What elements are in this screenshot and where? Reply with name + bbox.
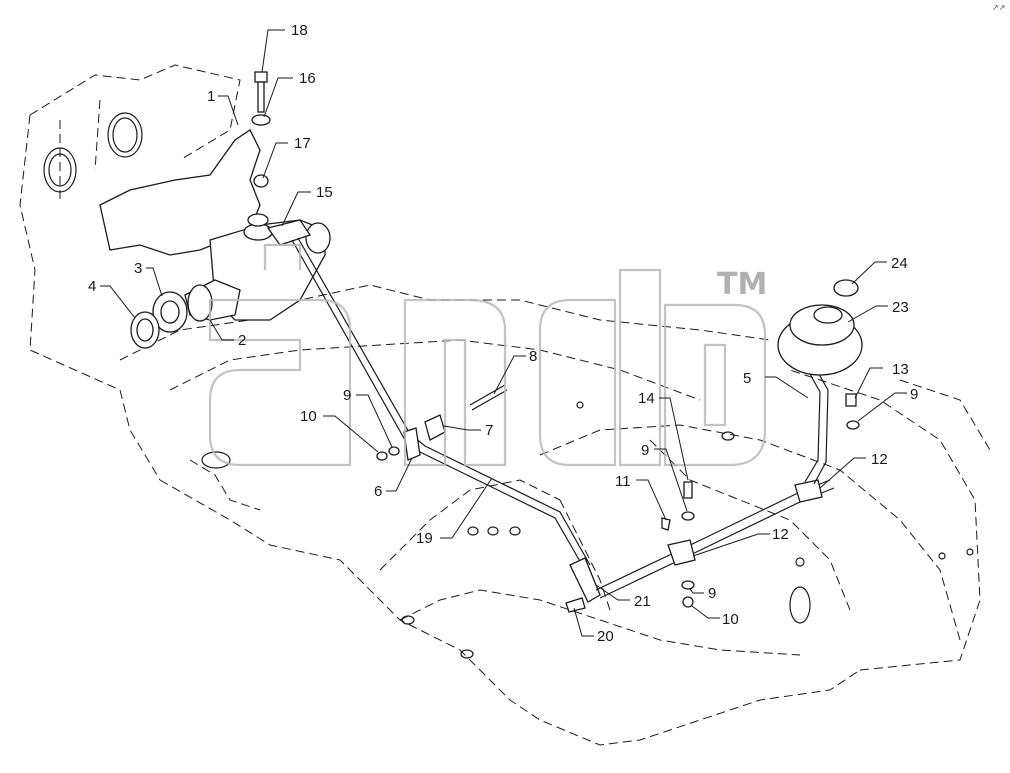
leader-lines [100, 29, 907, 637]
callout-9-right: 9 [910, 386, 918, 403]
callout-12-lower: 12 [772, 526, 789, 543]
callout-15: 15 [316, 184, 333, 201]
cross-shaft-part-12 [595, 479, 835, 608]
callout-2: 2 [238, 332, 246, 349]
watermark: TM [208, 243, 767, 467]
callout-18: 18 [291, 22, 308, 39]
lever-part-15 [266, 219, 312, 246]
bolt-stack-part-16-17-18 [251, 71, 271, 188]
callout-3: 3 [134, 260, 142, 277]
chassis-frame-outline [19, 64, 991, 746]
callout-4: 4 [88, 278, 96, 295]
pedal-assembly-part-5-23-24 [777, 279, 863, 485]
callout-14: 14 [638, 390, 655, 407]
callout-19: 19 [416, 530, 433, 547]
control-rod-part-19 [291, 237, 591, 571]
watermark-trademark: TM [717, 267, 767, 302]
callout-21: 21 [634, 593, 651, 610]
callout-17: 17 [294, 135, 311, 152]
corner-mark: ↗↗ [992, 3, 1005, 12]
rod-end-part-20-21 [565, 557, 601, 613]
callout-labels: 18 16 1 17 15 3 4 2 8 9 10 7 6 19 24 23 … [88, 22, 918, 645]
frame-holes [43, 112, 974, 659]
callout-13: 13 [892, 361, 909, 378]
washers-part-3-4 [130, 291, 188, 349]
callout-9-mid: 9 [641, 442, 649, 459]
callout-8: 8 [529, 348, 537, 365]
callout-16: 16 [299, 70, 316, 87]
callout-9-lower: 9 [708, 585, 716, 602]
callout-5: 5 [743, 370, 751, 387]
callout-7: 7 [485, 422, 493, 439]
callout-20: 20 [597, 628, 614, 645]
callout-24: 24 [891, 255, 908, 272]
callout-23: 23 [892, 299, 909, 316]
callout-12-upper: 12 [871, 451, 888, 468]
callout-9-left: 9 [343, 387, 351, 404]
callout-1: 1 [207, 88, 215, 105]
callout-11: 11 [615, 473, 631, 490]
callout-6: 6 [374, 483, 382, 500]
callout-10-right: 10 [722, 611, 739, 628]
callout-10-left: 10 [300, 408, 317, 425]
